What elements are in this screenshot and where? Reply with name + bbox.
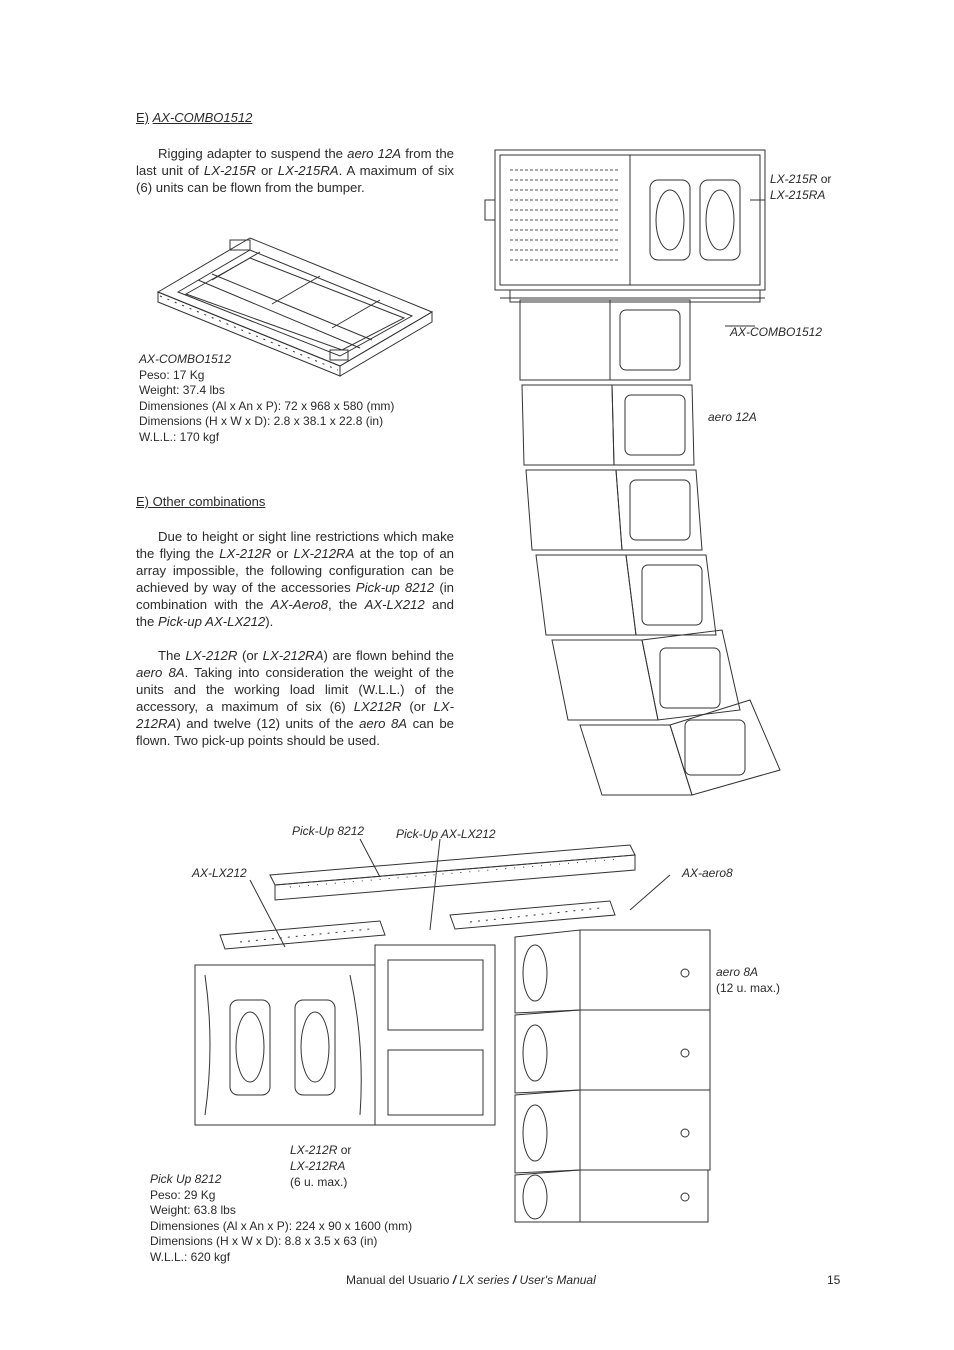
model-name: LX-215R [203,163,256,178]
model-name: Pick-up AX-LX212 [158,614,266,629]
text-run: can be flown. Two pick-up points should … [136,716,454,748]
spec-line: Dimensiones (Al x An x P): 224 x 90 x 16… [150,1218,413,1233]
page-footer: Manual del Usuario / LX series / User's … [346,1273,596,1287]
label-pickup-ax-lx212: Pick-Up AX-LX212 [396,827,496,841]
text-run: . Taking into consideration the weight o… [136,665,454,714]
footer-right: User's Manual [519,1273,596,1287]
label-lx215ra: LX-215RA [770,188,826,202]
lx215-cabinet [485,150,765,298]
text-run: or [255,163,278,178]
aero12-stack [520,300,780,795]
text-run: or [340,1143,352,1157]
model-name: LX-212R [290,1143,338,1157]
label-aero8a-max: (12 u. max.) [716,981,781,995]
page-number: 15 [827,1273,841,1287]
pickup-spec-block: Pick Up 8212 Peso: 29 Kg Weight: 63.8 lb… [150,1172,412,1265]
spec-line: W.L.L.: 620 kgf [150,1249,231,1264]
text-run: Due to height or sight line restrictions… [136,529,454,561]
text-run: at the top of an array impossible, the f… [136,546,454,595]
model-name: LX212R [353,699,402,714]
heading-prefix: E) [136,110,149,125]
label-aero8a: aero 8A [716,965,759,979]
model-name: aero 8A [136,665,185,680]
label-lx215r: LX-215R or [770,172,831,186]
label-lx212-max: (6 u. max.) [290,1175,348,1189]
spec-title: Pick Up 8212 [150,1172,222,1186]
footer-left: Manual del Usuario [346,1273,450,1287]
model-name: LX-212RA [136,699,454,731]
text-run: (or [237,648,263,663]
model-name: LX-212RA [293,546,355,561]
text-run: (or [401,699,434,714]
label-ax-lx212: AX-LX212 [192,866,247,880]
text-run: and the [136,597,455,629]
label-lx212ra: LX-212RA [290,1159,346,1173]
pickup-config-figure [190,825,720,1225]
label-aero12a: aero 12A [708,410,757,424]
footer-sep: / [449,1273,460,1287]
model-name: aero 12A [347,146,402,161]
model-name: AX-LX212 [364,597,425,612]
model-name: LX-212R [219,546,272,561]
text-run: The [158,648,186,663]
aero8-stack [515,930,710,1222]
footer-series: LX series [459,1273,510,1287]
label-lx212r: LX-212R or [290,1143,351,1157]
text-run: . A maximum of six (6) units can be flow… [136,163,454,195]
text-run: ). [265,614,274,629]
model-name: LX-215R [770,172,818,186]
model-name: LX-212RA [262,648,324,663]
model-name: AX-Aero8 [270,597,328,612]
combo-description: Rigging adapter to suspend the aero 12A … [136,145,454,196]
lx212-cabinet [195,945,495,1125]
label-ax-aero8: AX-aero8 [682,866,733,880]
text-run: (in combination with the [136,580,454,612]
label-pickup-8212: Pick-Up 8212 [292,824,365,838]
spec-title: AX-COMBO1512 [139,352,232,366]
bumper-frame-illustration [150,230,440,375]
footer-sep: / [509,1273,520,1287]
text-run: , the [327,597,365,612]
section-heading-combo: E) AX-COMBO1512 [136,110,252,125]
spec-line: Dimensions (H x W x D): 2.8 x 38.1 x 22.… [139,414,384,428]
section-heading-other: E) Other combinations [136,494,266,509]
spec-line: Peso: 29 Kg [150,1187,216,1202]
combo-spec-block: AX-COMBO1512 Peso: 17 Kg Weight: 37.4 lb… [139,352,394,445]
heading-model: AX-COMBO1512 [152,110,253,125]
spec-line: Weight: 37.4 lbs [139,383,225,397]
spec-line: Dimensions (H x W x D): 8.8 x 3.5 x 63 (… [150,1234,378,1248]
model-name: LX-215RA [277,163,339,178]
model-name: Pick-up 8212 [355,580,435,595]
text-run: or [271,546,294,561]
label-ax-combo1512: AX-COMBO1512 [730,325,823,339]
text-run: ) and twelve (12) units of the [176,716,360,731]
spec-line: Dimensiones (Al x An x P): 72 x 968 x 58… [139,398,395,413]
other-description: Due to height or sight line restrictions… [136,528,454,749]
text-run: Rigging adapter to suspend the [158,146,348,161]
text-run: ) are flown behind the [323,648,455,663]
spec-line: Weight: 63.8 lbs [150,1203,236,1217]
model-name: LX-212R [185,648,238,663]
spec-line: W.L.L.: 170 kgf [139,429,220,444]
spec-line: Peso: 17 Kg [139,367,205,382]
array-figure-aero12 [480,140,800,800]
text-run: or [820,172,832,186]
text-run: from the last unit of [136,146,454,178]
model-name: aero 8A [359,716,408,731]
